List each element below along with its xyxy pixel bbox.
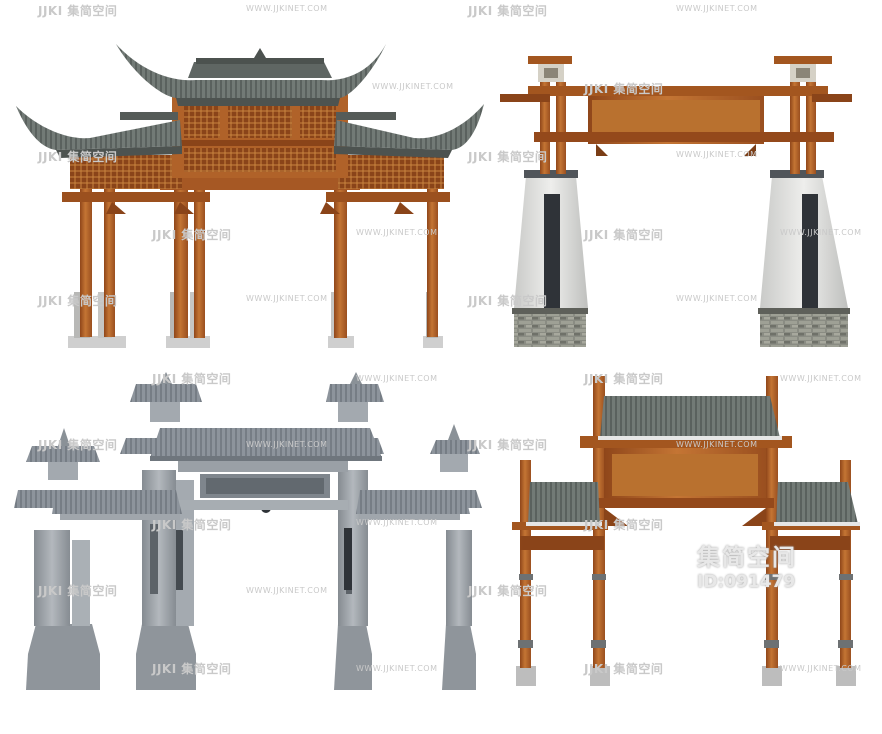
brand-name: 集简空间 (697, 545, 797, 571)
watermark-logo: JJKI 集简空间 (468, 438, 548, 452)
watermark-logo: JJKI 集简空间 (468, 584, 548, 598)
watermark-logo: JJKI 集简空间 (38, 294, 118, 308)
timber-gate-on-stone-pillars (500, 56, 852, 347)
watermark-logo: JJKI 集简空间 (38, 4, 118, 18)
watermark-url: WWW.JJKINET.COM (676, 4, 758, 13)
watermark-url: WWW.JJKINET.COM (676, 150, 758, 159)
watermark-logo: JJKI 集简空间 (468, 294, 548, 308)
watermark-logo: JJKI 集简空间 (468, 150, 548, 164)
watermark-url: WWW.JJKINET.COM (356, 518, 438, 527)
watermark-url: WWW.JJKINET.COM (246, 4, 328, 13)
watermark-logo: JJKI 集简空间 (152, 518, 232, 532)
watermark-logo: JJKI 集简空间 (584, 662, 664, 676)
model-id: ID:091479 (697, 572, 796, 592)
watermark-logo: JJKI 集简空间 (584, 228, 664, 242)
watermark-logo: JJKI 集简空间 (152, 228, 232, 242)
timber-paifang-with-curved-roofs (16, 44, 484, 348)
watermark-url: WWW.JJKINET.COM (372, 82, 454, 91)
watermark-logo: JJKI 集简空间 (38, 438, 118, 452)
watermark-url: WWW.JJKINET.COM (676, 440, 758, 449)
watermark-url: WWW.JJKINET.COM (780, 664, 862, 673)
watermark-url: WWW.JJKINET.COM (780, 228, 862, 237)
watermark-url: WWW.JJKINET.COM (780, 374, 862, 383)
watermark-url: WWW.JJKINET.COM (246, 586, 328, 595)
watermark-logo: JJKI 集简空间 (152, 662, 232, 676)
watermark-logo: JJKI 集简空间 (584, 82, 664, 96)
timber-gate-with-tile-roofs (512, 376, 860, 686)
watermark-logo: JJKI 集简空间 (468, 4, 548, 18)
watermark-logo: JJKI 集简空间 (152, 372, 232, 386)
watermark-logo: JJKI 集简空间 (38, 584, 118, 598)
watermark-url: WWW.JJKINET.COM (356, 228, 438, 237)
watermark-url: WWW.JJKINET.COM (356, 664, 438, 673)
brand-id-watermark: 集简空间 ID:091479 (697, 545, 797, 593)
gray-stone-paifang (14, 372, 482, 690)
watermark-logo: JJKI 集简空间 (584, 372, 664, 386)
watermark-url: WWW.JJKINET.COM (246, 440, 328, 449)
watermark-url: WWW.JJKINET.COM (246, 294, 328, 303)
watermark-url: WWW.JJKINET.COM (676, 294, 758, 303)
watermark-logo: JJKI 集简空间 (38, 150, 118, 164)
watermark-url: WWW.JJKINET.COM (356, 374, 438, 383)
watermark-logo: JJKI 集简空间 (584, 518, 664, 532)
